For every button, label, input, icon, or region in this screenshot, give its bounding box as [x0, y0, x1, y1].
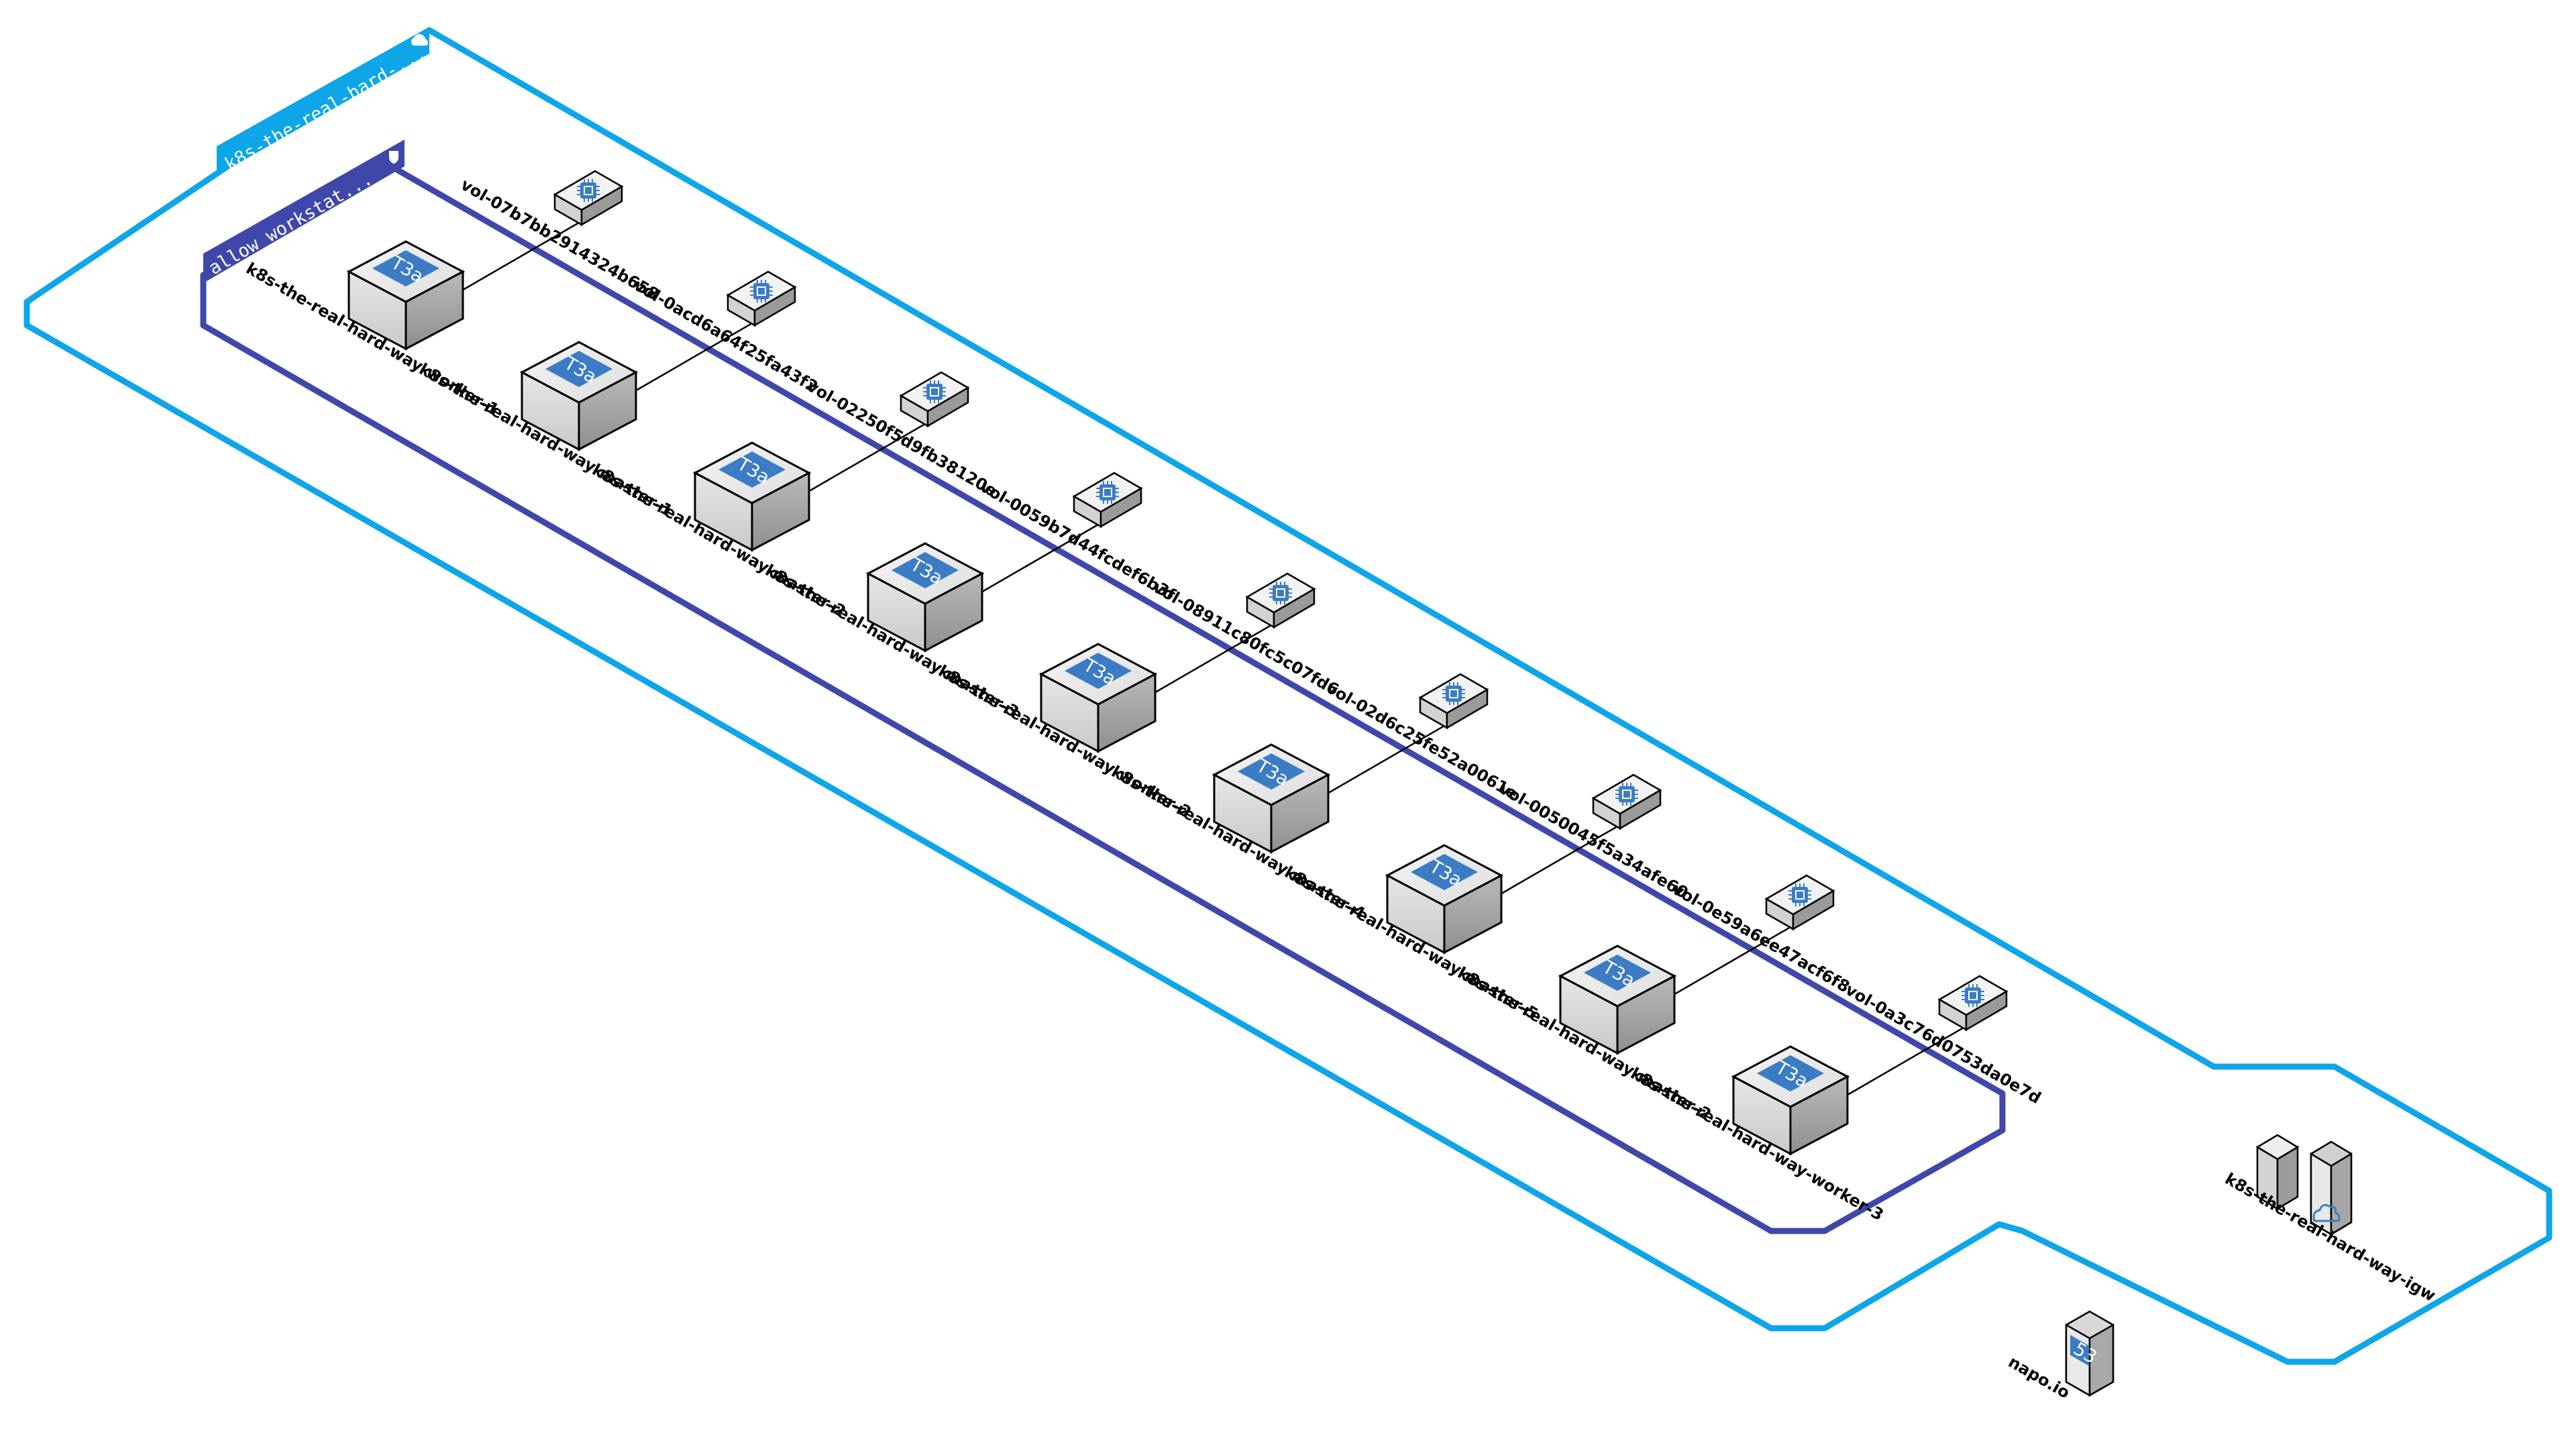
chip-icon [923, 380, 946, 403]
chip-icon [1962, 984, 1984, 1007]
ec2-instance-icon [1038, 643, 1158, 753]
volume-attachment-line [459, 217, 588, 293]
ec2-instance-icon [865, 542, 985, 653]
chip-icon [1269, 582, 1292, 604]
instances-layer: vol-07b7bb2914324b658T3ak8s-the-real-har… [243, 170, 2044, 1224]
cloud-icon [411, 34, 428, 46]
gateway-left-shape [2255, 1134, 2300, 1211]
route53-label: napo.io [2005, 1352, 2073, 1403]
ec2-instance-icon [692, 441, 812, 552]
volume-attachment-line [1843, 1022, 1972, 1098]
ebs-volume[interactable]: vol-08911c80fc5c07fd6 [1150, 572, 1342, 700]
ebs-volume[interactable]: vol-0a3c76d0753da0e7d [1842, 975, 2044, 1108]
ebs-volume[interactable]: vol-02250f5d9fb38120e [804, 371, 1000, 500]
internet-gateway-icon [2310, 1140, 2353, 1236]
ebs-volume-icon [1764, 874, 1835, 931]
route53-icon: 53 [2065, 1310, 2114, 1397]
chip-icon [1788, 883, 1811, 906]
volume-attachment-line [1670, 921, 1799, 998]
ebs-volume[interactable]: vol-0e59a6ee47acf6f8 [1669, 874, 1853, 996]
ebs-volume-icon [899, 371, 970, 428]
ebs-volume-icon [553, 170, 624, 227]
security-group-label: allow_workstat... [205, 168, 376, 279]
chip-icon [577, 179, 600, 202]
ec2-instance-icon [519, 341, 639, 451]
vpc-boundary [23, 27, 2553, 1365]
chip-icon [1442, 682, 1465, 705]
chip-icon [750, 280, 773, 303]
volume-attachment-line [1151, 619, 1280, 696]
chip-icon [1096, 481, 1119, 504]
ebs-volume[interactable]: vol-02d6c25fe52a0061e [1323, 673, 1521, 804]
ebs-volume[interactable]: vol-0059b7d44fcdef6b3f [977, 472, 1179, 604]
ec2-instance-icon [1731, 1045, 1850, 1156]
security-group-boundary [200, 161, 2006, 1234]
ebs-volume[interactable]: vol-07b7bb2914324b658 [458, 170, 662, 304]
chip-icon [1615, 783, 1638, 806]
ec2-instance-icon [346, 240, 466, 351]
volume-attachment-line [632, 317, 761, 394]
ec2-instance-icon [1558, 945, 1677, 1055]
ebs-volume-icon [1072, 472, 1143, 529]
volume-attachment-line [805, 418, 934, 494]
ec2-instance-icon [1385, 844, 1504, 955]
volume-attachment-line [1324, 720, 1453, 796]
shield-icon [389, 151, 398, 164]
volume-attachment-line [1497, 820, 1626, 897]
ebs-volume-icon [1591, 773, 1662, 830]
ebs-volume-icon [1937, 975, 2008, 1032]
ebs-volume[interactable]: vol-0050045f5a34afe60 [1496, 773, 1691, 902]
ebs-volume-icon [1245, 572, 1316, 629]
ec2-instance-icon [1212, 743, 1331, 854]
ebs-volume-icon [1418, 673, 1489, 730]
route53-zone[interactable]: 53 napo.io [2005, 1310, 2114, 1403]
ebs-volume-icon [726, 270, 797, 327]
internet-gateway[interactable]: k8s-the-real-hard-way-igw [2222, 1134, 2438, 1305]
volume-attachment-line [978, 519, 1107, 595]
